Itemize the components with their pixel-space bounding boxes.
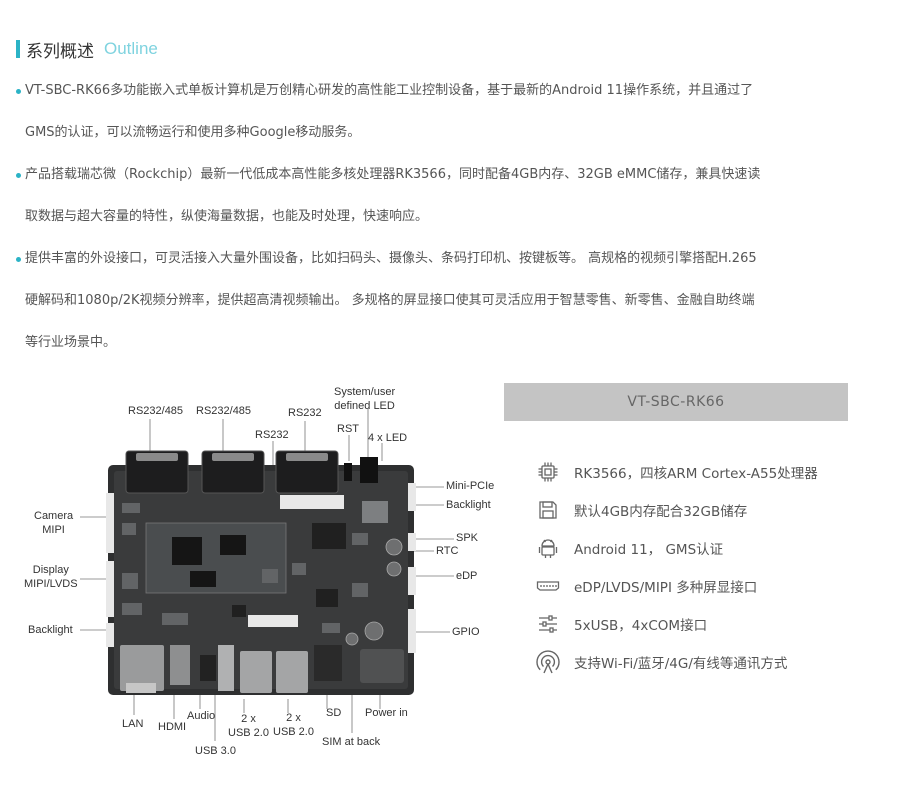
label-sd: SD (326, 707, 342, 719)
board-diagram: RS232/485 RS232/485 RS232 RS232 System/u… (22, 383, 495, 763)
interfaces-paragraph: 提供丰富的外设接口，可灵活接入大量外围设备，比如扫码头、摄像头、条码打印机、按键… (16, 238, 866, 364)
feature-item-processor: RK3566，四核ARM Cortex-A55处理器 (536, 459, 818, 485)
label-display-line2: MIPI/LVDS (24, 578, 78, 590)
label-sim: SIM at back (322, 736, 381, 748)
usb-sliders-icon (536, 612, 560, 636)
paragraph-line: 等行业场景中。 (25, 335, 117, 350)
feature-item-android: Android 11， GMS认证 (536, 535, 723, 561)
section-title: 系列概述 Outline (16, 38, 158, 62)
label-display-line1: Display (32, 564, 69, 576)
section-title-cn: 系列概述 (26, 41, 94, 62)
label-display-mipi-lvds: Display MIPI/LVDS (24, 563, 78, 591)
paragraph-line: 提供丰富的外设接口，可灵活接入大量外围设备，比如扫码头、摄像头、条码打印机、按键… (25, 251, 757, 266)
feature-text: RK3566，四核ARM Cortex-A55处理器 (574, 466, 818, 482)
label-camera-line2: MIPI (42, 524, 65, 536)
floppy-disk-icon (536, 498, 560, 522)
paragraph-line: 硬解码和1080p/2K视频分辨率，提供超高清视频输出。 多规格的屏显接口使其可… (25, 293, 755, 308)
paragraph-line: GMS的认证，可以流畅运行和使用多种Google移动服务。 (25, 125, 361, 140)
label-usb20-b-line1: 2 x (286, 712, 301, 724)
label-usb20-a-line2: USB 2.0 (228, 727, 269, 739)
label-camera-line1: Camera (34, 510, 74, 522)
feature-text: 支持Wi-Fi/蓝牙/4G/有线等通讯方式 (574, 656, 788, 672)
label-edp: eDP (456, 570, 478, 582)
label-lan: LAN (122, 718, 144, 730)
processor-paragraph: 产品搭载瑞芯微（Rockchip）最新一代低成本高性能多核处理器RK3566，同… (16, 154, 866, 238)
feature-text: eDP/LVDS/MIPI 多种屏显接口 (574, 580, 758, 596)
feature-text: Android 11， GMS认证 (574, 542, 724, 558)
label-rst: RST (337, 423, 359, 435)
label-backlight-left: Backlight (28, 624, 73, 636)
label-system-led-line1: System/user (334, 386, 396, 398)
label-rs232-1: RS232 (288, 407, 322, 419)
title-accent-bar (16, 40, 20, 58)
label-audio: Audio (187, 710, 216, 722)
label-usb20-b-line2: USB 2.0 (273, 726, 314, 738)
label-4x-led: 4 x LED (368, 432, 408, 444)
label-usb30: USB 3.0 (195, 745, 236, 757)
feature-item-memory: 默认4GB内存配合32GB储存 (536, 497, 747, 523)
label-rs232-485-2: RS232/485 (196, 405, 252, 417)
label-system-led-line2: defined LED (334, 400, 395, 412)
cpu-chip-icon (536, 460, 560, 484)
feature-item-usb-com: 5xUSB，4xCOM接口 (536, 611, 707, 637)
bullet-dot (16, 257, 21, 262)
label-gpio: GPIO (452, 626, 480, 638)
label-rs232-2: RS232 (255, 429, 289, 441)
display-port-icon (536, 574, 560, 598)
label-usb20-a: 2 x USB 2.0 (228, 712, 269, 740)
paragraph-line: VT-SBC-RK66多功能嵌入式单板计算机是万创精心研发的高性能工业控制设备，… (25, 83, 754, 98)
feature-text: 5xUSB，4xCOM接口 (574, 618, 708, 634)
board-image (80, 409, 454, 741)
bullet-dot (16, 173, 21, 178)
label-mini-pcie: Mini-PCIe (446, 480, 495, 492)
label-usb20-b: 2 x USB 2.0 (273, 711, 314, 739)
label-rs232-485-1: RS232/485 (128, 405, 184, 417)
wifi-signal-icon (536, 650, 560, 674)
model-name-box: VT-SBC-RK66 (504, 383, 848, 421)
feature-item-display: eDP/LVDS/MIPI 多种屏显接口 (536, 573, 757, 599)
label-camera-mipi: Camera MIPI (34, 509, 73, 537)
section-title-en: Outline (104, 39, 158, 58)
bullet-dot (16, 89, 21, 94)
feature-text: 默认4GB内存配合32GB储存 (574, 504, 748, 520)
intro-paragraph: VT-SBC-RK66多功能嵌入式单板计算机是万创精心研发的高性能工业控制设备，… (16, 70, 866, 154)
paragraph-line: 取数据与超大容量的特性，纵使海量数据，也能及时处理，快速响应。 (25, 209, 429, 224)
label-spk: SPK (456, 532, 479, 544)
feature-item-connectivity: 支持Wi-Fi/蓝牙/4G/有线等通讯方式 (536, 649, 787, 675)
label-backlight-right: Backlight (446, 499, 491, 511)
paragraph-line: 产品搭载瑞芯微（Rockchip）最新一代低成本高性能多核处理器RK3566，同… (25, 167, 761, 182)
label-power-in: Power in (365, 707, 408, 719)
label-hdmi: HDMI (158, 721, 187, 733)
label-usb20-a-line1: 2 x (241, 713, 256, 725)
label-rtc: RTC (436, 545, 459, 557)
android-icon (536, 536, 560, 560)
label-system-led: System/user defined LED (334, 385, 395, 413)
